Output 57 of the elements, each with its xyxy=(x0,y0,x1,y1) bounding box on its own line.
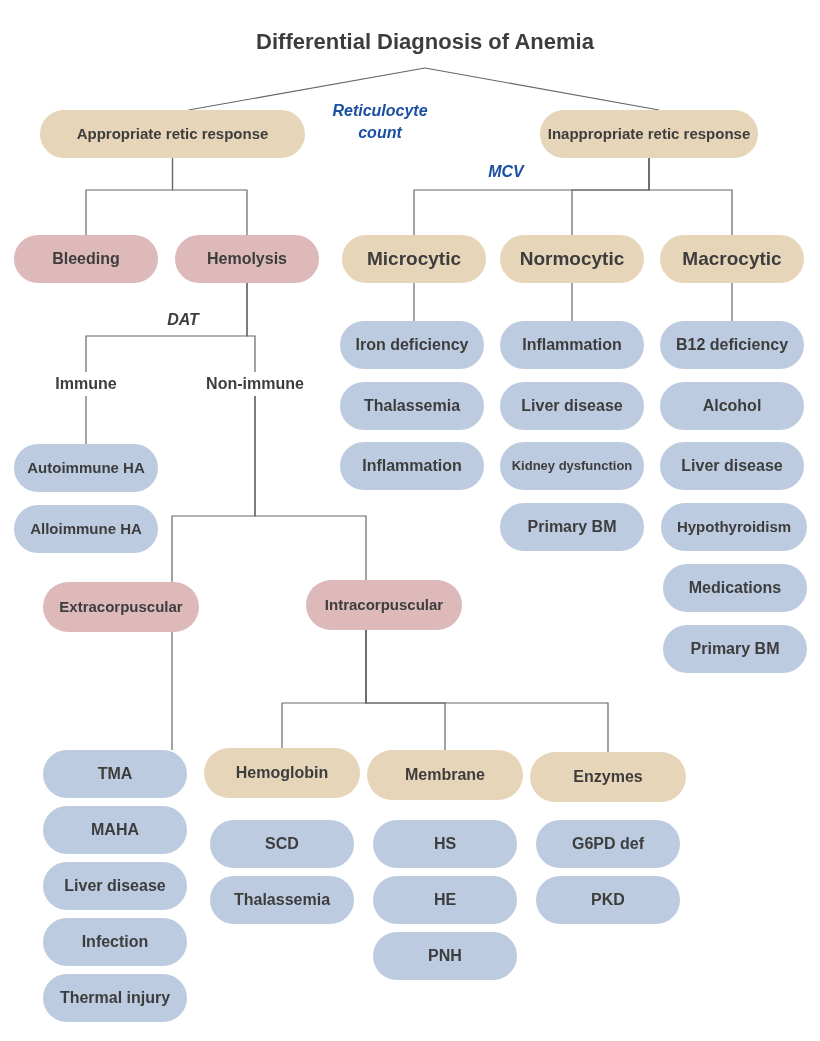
category-pill: Normocytic xyxy=(500,235,644,283)
cause-pill: Thalassemia xyxy=(210,876,354,924)
cause-pill: Liver disease xyxy=(660,442,804,490)
connector-line xyxy=(731,282,733,322)
cause-pill: Medications xyxy=(663,564,807,612)
connector-line xyxy=(171,157,248,236)
cause-pill: Primary BM xyxy=(663,625,807,673)
connector-line xyxy=(171,631,173,751)
cause-pill: Liver disease xyxy=(43,862,187,910)
cause-pill: HS xyxy=(373,820,517,868)
connector-line xyxy=(365,629,609,753)
connector-line xyxy=(413,282,415,322)
category-pill: Enzymes xyxy=(530,752,686,802)
cause-pill: G6PD def xyxy=(536,820,680,868)
branch-label: Non-immune xyxy=(190,372,320,396)
connector-line xyxy=(85,395,87,445)
cause-pill: Hypothyroidism xyxy=(661,503,807,551)
cause-pill: MAHA xyxy=(43,806,187,854)
cause-pill: HE xyxy=(373,876,517,924)
category-pill: Membrane xyxy=(367,750,523,800)
category-pill: Bleeding xyxy=(14,235,158,283)
category-pill: Appropriate retic response xyxy=(40,110,305,158)
decision-label: DAT xyxy=(167,309,199,330)
cause-pill: Alcohol xyxy=(660,382,804,430)
category-pill: Extracorpuscular xyxy=(43,582,199,632)
connector-line xyxy=(254,395,367,581)
connector-line xyxy=(187,67,426,111)
cause-pill: Liver disease xyxy=(500,382,644,430)
cause-pill: SCD xyxy=(210,820,354,868)
connector-line xyxy=(246,282,256,373)
cause-pill: B12 deficiency xyxy=(660,321,804,369)
category-pill: Intracorpuscular xyxy=(306,580,462,630)
cause-pill: Alloimmune HA xyxy=(14,505,158,553)
category-pill: Macrocytic xyxy=(660,235,804,283)
decision-label: MCV xyxy=(488,161,524,182)
decision-label: Reticulocyte count xyxy=(331,100,429,143)
connector-line xyxy=(648,157,733,236)
cause-pill: Primary BM xyxy=(500,503,644,551)
branch-label: Immune xyxy=(36,372,136,396)
category-pill: Inappropriate retic response xyxy=(540,110,758,158)
category-pill: Hemoglobin xyxy=(204,748,360,798)
connector-line xyxy=(571,282,573,322)
cause-pill: Inflammation xyxy=(500,321,644,369)
cause-pill: Kidney dysfunction xyxy=(500,442,644,490)
cause-pill: Iron deficiency xyxy=(340,321,484,369)
cause-pill: Infection xyxy=(43,918,187,966)
cause-pill: Thermal injury xyxy=(43,974,187,1022)
category-pill: Microcytic xyxy=(342,235,486,283)
cause-pill: TMA xyxy=(43,750,187,798)
cause-pill: Autoimmune HA xyxy=(14,444,158,492)
cause-pill: Thalassemia xyxy=(340,382,484,430)
diagram-title: Differential Diagnosis of Anemia xyxy=(230,22,620,62)
connector-line xyxy=(424,67,660,111)
cause-pill: PKD xyxy=(536,876,680,924)
cause-pill: Inflammation xyxy=(340,442,484,490)
cause-pill: PNH xyxy=(373,932,517,980)
category-pill: Hemolysis xyxy=(175,235,319,283)
